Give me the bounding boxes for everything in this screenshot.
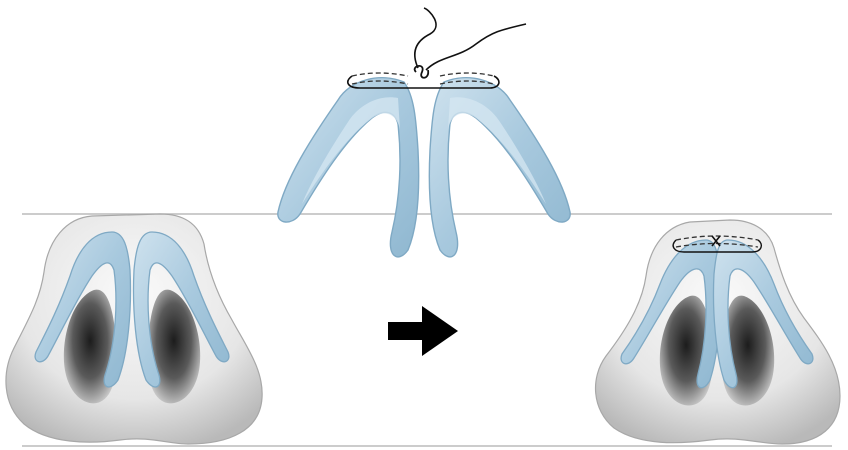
- suture-knot: [415, 66, 429, 78]
- right-dome-dashes: [440, 73, 494, 76]
- nose-after-panel: [596, 220, 840, 444]
- suture-thread-left: [415, 8, 436, 68]
- isolated-cartilage-panel: [278, 8, 570, 257]
- suture-thread-right: [426, 24, 526, 70]
- left-dome-dashes: [352, 73, 408, 76]
- nose-before-skin: [6, 214, 262, 444]
- right-arrow: [388, 306, 458, 356]
- nose-before-panel: [6, 214, 262, 444]
